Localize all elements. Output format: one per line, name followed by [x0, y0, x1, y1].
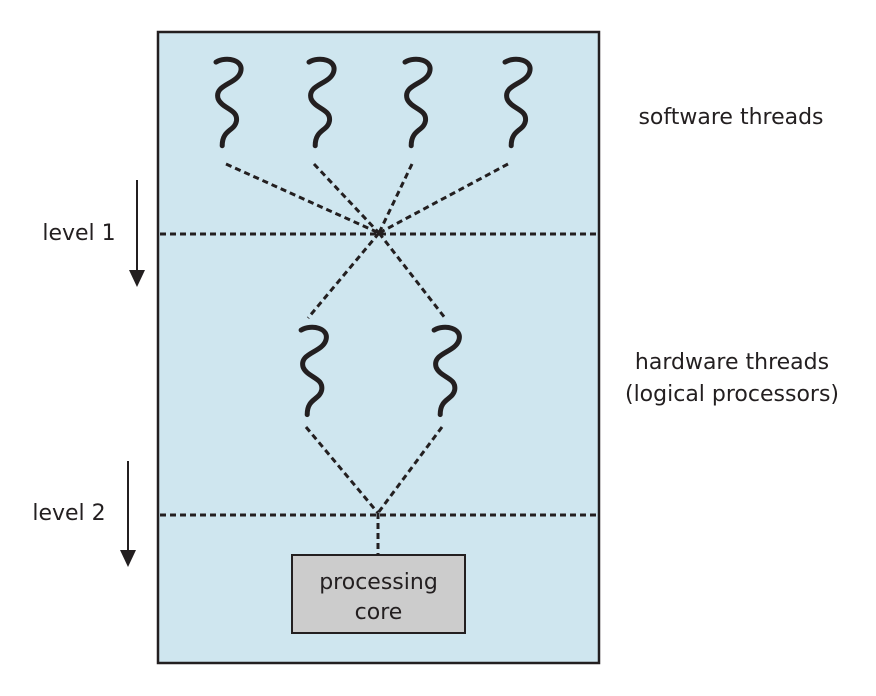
level1-down-arrow-icon: [129, 180, 145, 287]
thread-squiggle-icon: [502, 56, 533, 149]
thread-squiggle-icon: [298, 324, 329, 418]
thread-squiggle-icon: [213, 56, 244, 149]
software-threads-label: software threads: [638, 105, 823, 130]
sw1-mapping-line: [225, 162, 380, 235]
level2-mapping-lines: [304, 426, 444, 554]
core-label-line2: core: [355, 600, 403, 625]
software-threads: [213, 56, 533, 149]
thread-squiggle-icon: [431, 324, 462, 418]
thread-squiggle-icon: [306, 56, 337, 149]
level2-label: level 2: [32, 501, 105, 526]
processing-core: processing core: [291, 554, 466, 634]
hardware-threads-label: hardware threads: [635, 350, 829, 375]
level1-label: level 1: [42, 221, 115, 246]
hw1-core-line: [304, 426, 380, 514]
sw2-mapping-line: [312, 162, 381, 235]
processing-core-box: [291, 554, 466, 634]
logical-processors-label: (logical processors): [625, 382, 839, 407]
level2-down-arrow-icon: [120, 461, 136, 567]
core-label-line1: processing: [319, 570, 438, 595]
hw2-mapping-line: [377, 232, 447, 319]
level1-mapping-lines: [225, 162, 509, 319]
thread-squiggle-icon: [402, 56, 433, 149]
hw1-mapping-line: [306, 232, 381, 319]
sw3-mapping-line: [377, 163, 414, 234]
hardware-threads: [298, 324, 462, 418]
hw2-core-line: [376, 426, 444, 514]
sw4-mapping-line: [378, 162, 509, 235]
